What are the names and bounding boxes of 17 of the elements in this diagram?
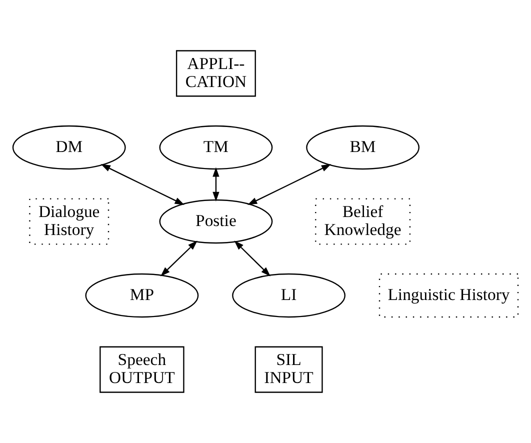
node-box: Belief Knowledge: [315, 198, 411, 245]
node-ellipse: MP: [85, 273, 199, 318]
node-ellipse: BM: [306, 125, 420, 170]
node-box: Linguistic History: [378, 273, 519, 318]
arrow: [212, 167, 220, 202]
node-box: Dialogue History: [29, 198, 110, 245]
node-box: Speech OUTPUT: [100, 346, 184, 393]
arrow: [248, 164, 332, 205]
node-ellipse: TM: [159, 125, 273, 170]
arrow: [100, 164, 184, 205]
arrow: [160, 240, 198, 276]
arrow: [234, 240, 270, 276]
node-ellipse: DM: [12, 125, 126, 170]
node-box: SIL INPUT: [254, 346, 323, 393]
node-ellipse: Postie: [159, 199, 273, 244]
node-box: APPLI-- CATION: [176, 50, 256, 97]
node-ellipse: LI: [232, 273, 346, 318]
